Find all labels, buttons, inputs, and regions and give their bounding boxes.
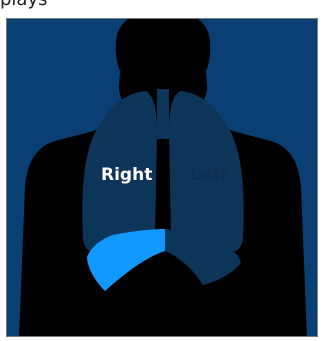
caption-fragment: plays [0,0,323,11]
trachea [157,89,169,139]
torso-diagram-svg [7,19,318,337]
left-lung-label: Left [190,165,228,185]
right-lung-label: Right [101,165,152,185]
anatomy-illustration: Right Left [6,18,318,337]
